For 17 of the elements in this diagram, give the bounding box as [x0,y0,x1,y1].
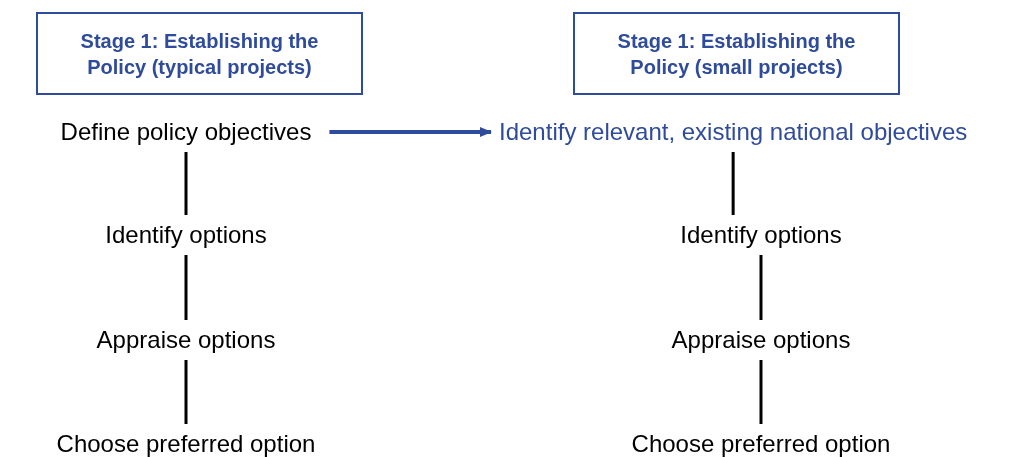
step-text: Define policy objectives [56,112,316,152]
arrow [329,127,492,137]
step-text: Choose preferred option [52,424,320,457]
step-text: Appraise options [667,320,855,360]
connector-line [184,152,188,215]
connector-line [759,360,763,424]
step-text: Choose preferred option [627,424,895,457]
connector-line [184,360,188,424]
stage-header-box: Stage 1: Establishing the Policy (small projects) [573,12,900,95]
step-text: Appraise options [92,320,280,360]
connector-line [731,152,735,215]
step-text: Identify options [676,215,846,255]
connector-line [759,255,763,320]
step-text: Identify relevant, existing national objectives [495,112,972,152]
step-text: Identify options [101,215,271,255]
connector-line [184,255,188,320]
stage-header-box: Stage 1: Establishing the Policy (typical projects) [36,12,363,95]
